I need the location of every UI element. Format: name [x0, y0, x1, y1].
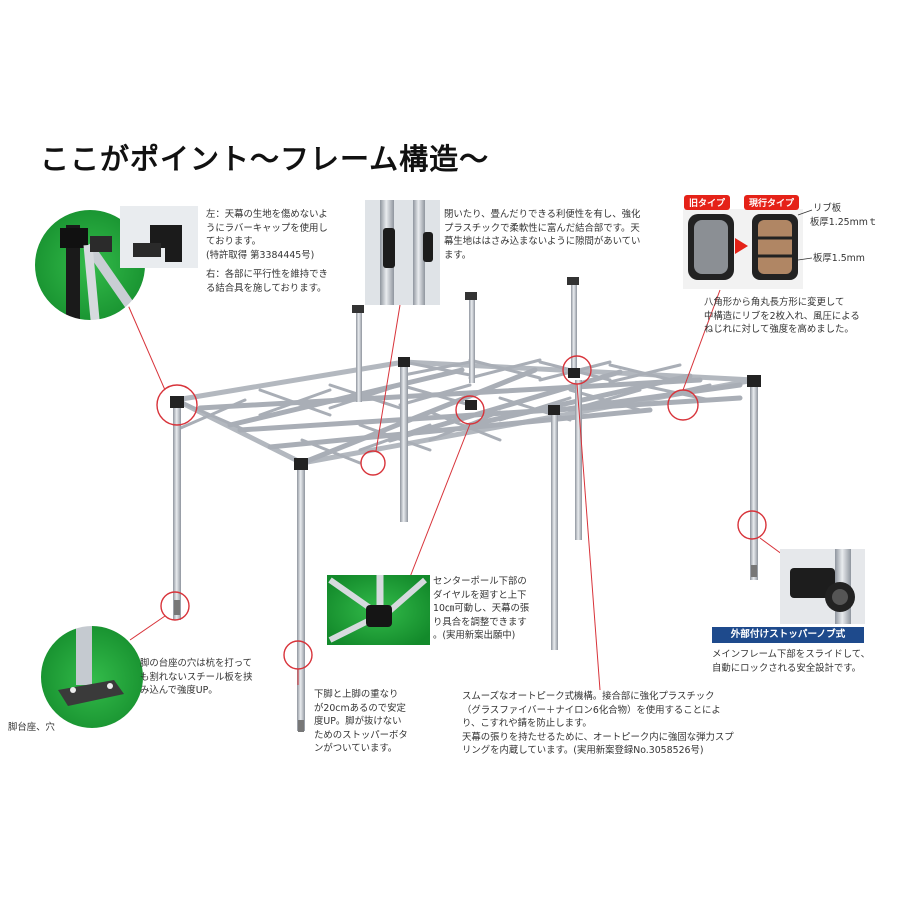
note-line: センターポール下部の	[433, 576, 527, 587]
center-pole-photo	[327, 575, 430, 645]
stopper-note: メインフレーム下部をスライドして、 自動にロックされる安全設計です。	[712, 648, 870, 675]
note-line: メインフレーム下部をスライドして、	[712, 649, 871, 660]
top-mid-note: 閉いたり、畳んだりできる利便性を有し、強化 プラスチックで柔軟性に富んだ結合部で…	[444, 208, 640, 262]
plate-thickness: 板厚1.5mm	[813, 253, 865, 264]
note-line: み込んで強度UP。	[140, 685, 218, 697]
note-line: 幕生地ははさみ込まないように隙間があいてい	[444, 236, 641, 248]
note-line: 自動にロックされる安全設計です。	[712, 662, 862, 674]
note-line: ダイヤルを廻すと上下	[433, 589, 527, 601]
note-line: り、こすれや錆を防止します。	[462, 718, 592, 730]
footplate-photo	[40, 625, 144, 729]
note-line: (特許取得 第3384445号)	[206, 249, 315, 261]
note-line: 右：各部に平行性を維持でき	[206, 269, 328, 281]
note-line: 10㎝可動し、天幕の張	[433, 603, 530, 615]
note-line: り具合を調整できます	[433, 616, 527, 628]
comparison-photos	[683, 209, 813, 289]
note-line: スムーズなオートピーク式機構。接合部に強化プラスチック	[462, 691, 715, 702]
note-line: 下脚と上脚の重なり	[314, 689, 399, 700]
note-line: 天幕の張りを持たせるために、オートピーク内に強固な弾力スプ	[462, 731, 734, 743]
top-left-note: 左：天幕の生地を傷めないよ うにラバーキャップを使用し ております。 (特許取得…	[206, 208, 328, 296]
stopper-photo	[780, 549, 865, 624]
note-line: 中構造にリブを2枚入れ、風圧による	[704, 310, 860, 322]
note-line: ンがついています。	[314, 743, 398, 755]
note-line: も割れないスチール板を挟	[140, 671, 253, 683]
autopeak-note: スムーズなオートピーク式機構。接合部に強化プラスチック （グラスファイバー＋ナイ…	[462, 690, 734, 758]
note-line: リングを内蔵しています。(実用新案登録No.3058526号)	[462, 745, 704, 757]
joint-photo-small	[120, 206, 198, 268]
top-right-note: 八角形から角丸長方形に変更して 中構造にリブを2枚入れ、風圧による ねじれに対し…	[704, 296, 860, 337]
note-line: る結合具を施しております。	[206, 282, 327, 294]
note-line: 度UP。脚が抜けない	[314, 716, 402, 728]
note-line: （グラスファイバー＋ナイロン6化合物）を使用することによ	[462, 704, 721, 716]
old-type-tag: 旧タイプ	[684, 195, 731, 210]
note-line: 。(実用新案出願中)	[433, 630, 516, 642]
stopper-label: 外部付けストッパーノブ式	[712, 627, 864, 643]
note-line: 左：天幕の生地を傷めないよ	[206, 209, 328, 220]
note-line: ねじれに対して強度を高めました。	[704, 324, 854, 336]
note-line: ております。	[206, 236, 262, 248]
footplate-note: 脚の台座の穴は杭を打って も割れないスチール板を挟 み込んで強度UP。	[140, 657, 253, 698]
hinge-photo	[365, 200, 440, 305]
legs	[170, 277, 761, 732]
note-line: 閉いたり、畳んだりできる利便性を有し、強化	[444, 209, 641, 220]
note-line: ためのストッパーボタ	[314, 729, 408, 741]
note-line: 八角形から角丸長方形に変更して	[704, 297, 845, 308]
note-line: プラスチックで柔軟性に富んだ結合部です。天	[444, 222, 640, 234]
note-line: ます。	[444, 249, 472, 261]
center-pole-note: センターポール下部の ダイヤルを廻すと上下 10㎝可動し、天幕の張 り具合を調整…	[433, 575, 529, 643]
footplate-caption: 脚台座、穴	[8, 722, 55, 733]
rib-thickness: 板厚1.25mmｔ	[810, 217, 878, 228]
rib-label: リブ板	[813, 203, 842, 214]
leg-note: 下脚と上脚の重なり が20cmあるので安定 度UP。脚が抜けない ためのストッパ…	[314, 688, 408, 756]
note-line: が20cmあるので安定	[314, 702, 406, 714]
leader-lines	[127, 289, 791, 691]
new-type-tag: 現行タイプ	[744, 195, 800, 210]
page-title: ここがポイント〜フレーム構造〜	[40, 142, 490, 176]
note-line: うにラバーキャップを使用し	[206, 222, 328, 234]
roof-frame	[173, 358, 755, 466]
note-line: 脚の台座の穴は杭を打って	[140, 658, 253, 669]
